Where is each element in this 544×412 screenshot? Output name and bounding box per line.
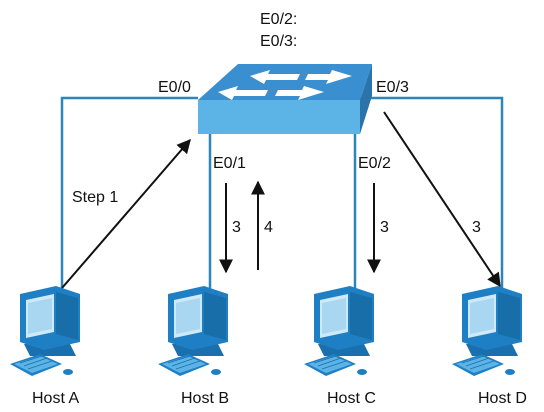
switch-arrows-icon <box>218 70 352 100</box>
host-label-b: Host B <box>181 390 229 407</box>
host-label-d: Host D <box>478 390 527 407</box>
port-label-e0-0: E0/0 <box>158 79 191 96</box>
label-step-3-host-b: 3 <box>232 219 241 236</box>
network-links <box>60 96 504 290</box>
computer-host-d-icon <box>452 285 523 377</box>
switch <box>198 64 372 134</box>
arrow-to-host-d <box>383 111 501 288</box>
link-host-a <box>60 96 198 290</box>
computer-host-a-icon <box>10 285 81 377</box>
host-label-a: Host A <box>32 390 79 407</box>
label-step-4-host-b: 4 <box>264 219 273 236</box>
frame-arrows <box>61 111 501 289</box>
label-step-1: Step 1 <box>72 189 118 206</box>
host-label-c: Host C <box>327 390 376 407</box>
label-step-3-host-c: 3 <box>380 219 389 236</box>
link-host-d <box>360 96 504 290</box>
mac-entry-e0-2: E0/2: <box>260 11 297 28</box>
port-label-e0-3: E0/3 <box>376 79 409 96</box>
computer-host-c-icon <box>304 285 375 377</box>
port-label-e0-2: E0/2 <box>358 155 391 172</box>
arrow-step-1 <box>61 138 191 289</box>
label-step-3-host-d: 3 <box>472 219 481 236</box>
mac-entry-e0-3: E0/3: <box>260 33 297 50</box>
computer-host-b-icon <box>158 285 229 377</box>
port-label-e0-1: E0/1 <box>213 155 246 172</box>
